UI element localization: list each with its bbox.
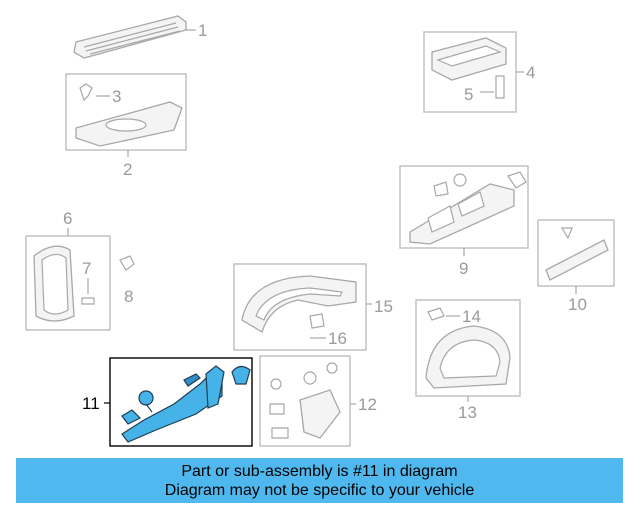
clip-3 — [79, 83, 93, 102]
callout-2: 2 — [123, 160, 132, 179]
clip-16 — [309, 313, 325, 329]
part-6-side-cover-group: 6 7 8 — [25, 209, 135, 331]
callout-12: 12 — [358, 395, 377, 414]
banner-line-2: Diagram may not be specific to your vehi… — [164, 482, 475, 499]
callout-9: 9 — [459, 259, 468, 278]
part-4-compartment-group: 5 4 — [423, 31, 535, 113]
parts-diagram: 1 3 2 5 4 6 7 8 — [25, 15, 615, 447]
callout-1: 1 — [198, 21, 207, 40]
callout-16: 16 — [328, 329, 347, 348]
box-2 — [65, 73, 187, 151]
callout-4: 4 — [526, 63, 535, 82]
callout-13: 13 — [458, 403, 477, 422]
part-2-dash-panel-group: 3 2 — [65, 73, 187, 179]
clip-5 — [495, 75, 505, 99]
callout-11: 11 — [82, 394, 100, 413]
callout-10: 10 — [568, 295, 587, 314]
box-15 — [233, 263, 367, 351]
part-11-highlighted-group: 11 — [82, 357, 253, 447]
info-banner: Part or sub-assembly is #11 in diagram D… — [16, 458, 623, 503]
callout-7: 7 — [82, 259, 91, 278]
part-1-defroster-grille: 1 — [73, 15, 207, 59]
box-11 — [109, 357, 253, 447]
callout-3: 3 — [112, 87, 121, 106]
clip-11a — [231, 365, 251, 385]
part-10-trim-strip-group: 10 — [537, 219, 615, 314]
box-12 — [259, 355, 351, 447]
part-15-bezel-group: 16 15 — [233, 263, 393, 351]
screw-11 — [138, 390, 154, 406]
callout-15: 15 — [374, 297, 393, 316]
clip-11b — [121, 409, 142, 425]
screw-7 — [81, 297, 95, 305]
clip-8 — [119, 255, 135, 271]
banner-line-1: Part or sub-assembly is #11 in diagram — [181, 463, 458, 480]
part-9-center-panel-group: 9 — [399, 165, 529, 278]
callout-6: 6 — [63, 209, 72, 228]
part-12-lower-cover-group: 12 — [259, 355, 377, 447]
part-13-cluster-group: 14 13 — [415, 299, 521, 422]
clip-14 — [427, 307, 445, 321]
callout-14: 14 — [462, 307, 481, 326]
callout-5: 5 — [464, 85, 473, 104]
callout-8: 8 — [124, 287, 133, 306]
